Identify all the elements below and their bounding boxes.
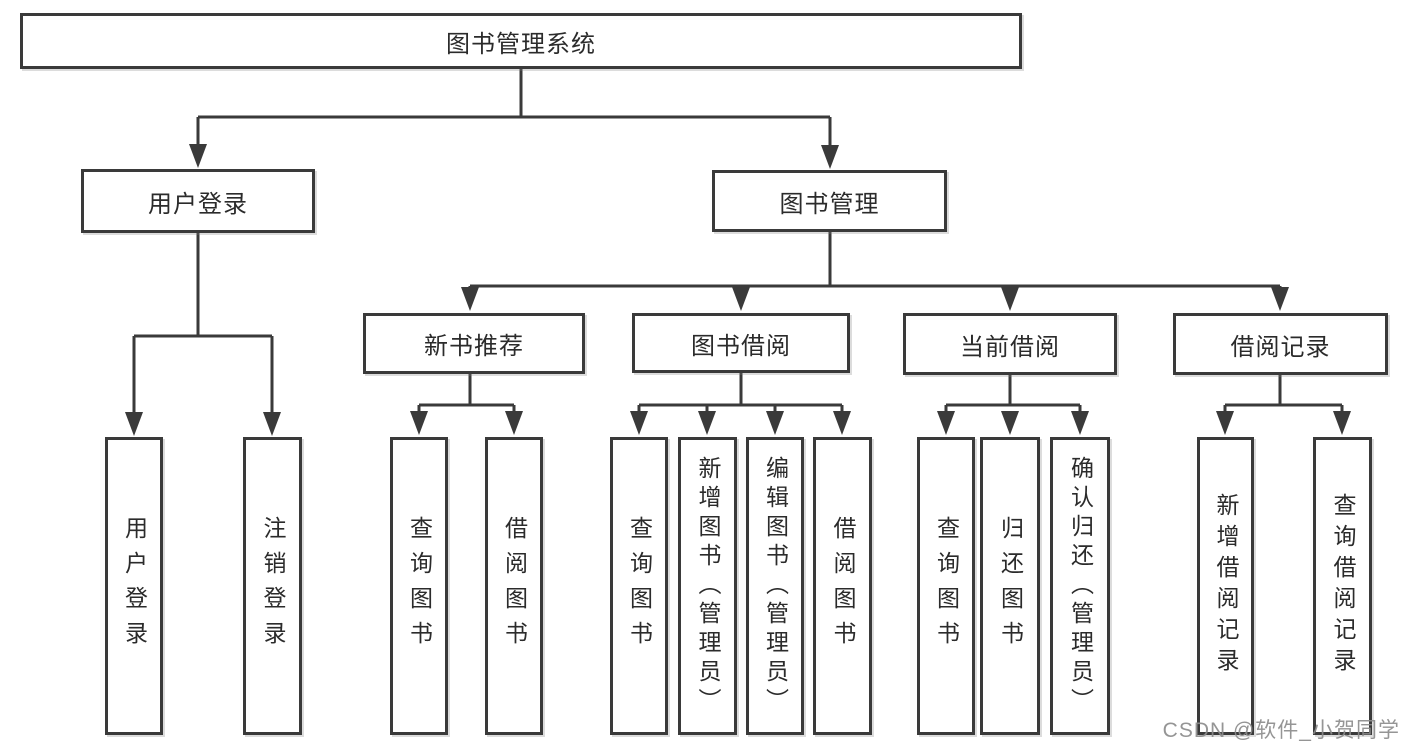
node-label: 借阅图书 [501, 516, 528, 656]
leaf-confirm-return-admin: 确认归还（管理员） [1050, 437, 1110, 735]
node-label: 查询图书 [406, 516, 433, 656]
node-book-borrowing: 图书借阅 [632, 313, 850, 373]
leaf-add-borrow-record: 新增借阅记录 [1197, 437, 1254, 735]
node-label: 当前借阅 [960, 333, 1060, 361]
node-book-management-system: 图书管理系统 [20, 13, 1022, 69]
node-borrowing-records: 借阅记录 [1173, 313, 1388, 375]
leaf-query-books-borrowing: 查询图书 [610, 437, 668, 735]
node-label: 借阅图书 [830, 516, 856, 656]
node-label: 注销登录 [260, 516, 286, 656]
node-label: 用户登录 [148, 190, 248, 218]
csdn-watermark: CSDN @软件_小贺同学 [1162, 719, 1400, 742]
node-book-management: 图书管理 [712, 170, 947, 232]
node-label: 图书借阅 [691, 332, 791, 360]
leaf-return-books: 归还图书 [980, 437, 1040, 735]
leaf-query-borrow-record: 查询借阅记录 [1313, 437, 1372, 735]
node-label: 新书推荐 [424, 333, 524, 360]
node-label: 用户登录 [121, 516, 148, 656]
leaf-edit-books-admin: 编辑图书（管理员） [746, 437, 804, 735]
node-label: 归还图书 [997, 516, 1024, 656]
node-label: 借阅记录 [1230, 333, 1331, 361]
node-current-borrowing: 当前借阅 [903, 313, 1117, 375]
node-label: 图书管理系统 [446, 30, 596, 58]
leaf-user-login: 用户登录 [105, 437, 163, 735]
node-label: 新增图书（管理员） [695, 455, 721, 717]
leaf-logout: 注销登录 [243, 437, 302, 735]
node-label: 查询图书 [626, 516, 653, 656]
leaf-add-books-admin: 新增图书（管理员） [678, 437, 737, 735]
leaf-query-books-current: 查询图书 [917, 437, 975, 735]
node-label: 查询借阅记录 [1330, 493, 1356, 679]
node-new-book-recommendation: 新书推荐 [363, 313, 585, 374]
node-user-login: 用户登录 [81, 169, 315, 233]
node-label: 新增借阅记录 [1213, 493, 1239, 679]
node-label: 查询图书 [933, 516, 960, 656]
leaf-borrow-books-recommend: 借阅图书 [485, 437, 543, 735]
leaf-borrow-books: 借阅图书 [813, 437, 872, 735]
leaf-query-books-recommend: 查询图书 [390, 437, 448, 735]
node-label: 编辑图书（管理员） [762, 455, 789, 717]
node-label: 图书管理 [779, 190, 880, 218]
node-label: 确认归还（管理员） [1067, 455, 1094, 717]
